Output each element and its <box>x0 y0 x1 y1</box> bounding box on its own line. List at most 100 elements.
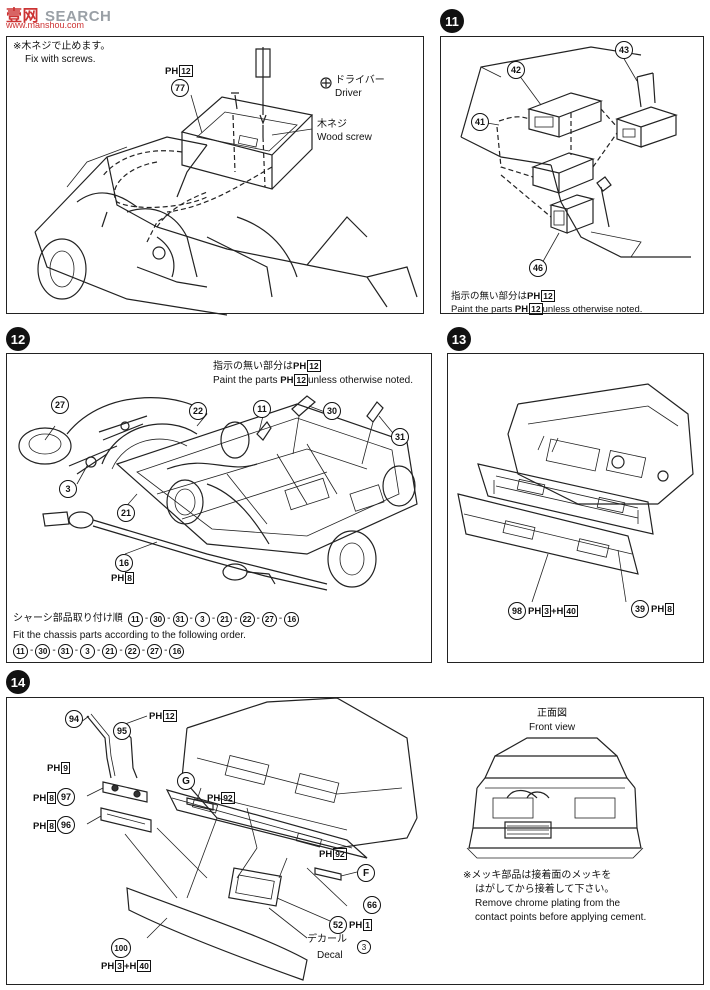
step12-order-jp-4: 3 <box>194 612 210 627</box>
step12-order-jp-6: 22 <box>239 612 255 627</box>
step10-screw-jp: 木ネジ <box>317 119 347 130</box>
step10-note-en: Fix with screws. <box>25 54 96 65</box>
step14-part-96: 96 <box>57 816 75 834</box>
step14-pipe-paint-code: 12 <box>163 710 177 722</box>
step13-part98-paint-a: 3 <box>542 605 551 617</box>
step14-part-F: F <box>357 864 375 882</box>
watermark-brand-en: SEARCH <box>45 8 112 25</box>
step14-partG-paint-code: 92 <box>221 792 235 804</box>
step13-badge: 13 <box>447 327 471 351</box>
step12-badge: 12 <box>6 327 30 351</box>
step11-part-41: 41 <box>471 113 489 131</box>
step10-driver-en: Driver <box>335 88 362 99</box>
step12-paint-en-b: unless otherwise noted. <box>307 375 414 386</box>
step14-part100-paint-a: 3 <box>115 960 124 972</box>
step14-decal-jp-text: デカール <box>307 934 347 945</box>
step14-chrome-en-2: contact points before applying cement. <box>475 912 647 923</box>
step12-order-jp-label: シャーシ部品取り付け順 <box>13 613 123 625</box>
step12-part-31: 31 <box>391 428 409 446</box>
step14-decal-jp: デカール <box>307 934 347 947</box>
step13-part39-paint-code: 8 <box>665 603 674 615</box>
step11-paint-jp-text: 指示の無い部分は <box>451 291 528 302</box>
step14-chrome-jp-1: ※メッキ部品は接着面のメッキを <box>463 870 612 881</box>
step10-screw-en: Wood screw <box>317 132 372 143</box>
step13-part-39: 39 <box>631 600 649 618</box>
step11-paint-code: 12 <box>541 290 555 302</box>
step14-part-94: 94 <box>65 710 83 728</box>
step11-part-46: 46 <box>529 259 547 277</box>
step10-note-jp: ※木ネジで止めます。 <box>13 41 111 52</box>
step14-decal-en: Decal <box>317 950 343 961</box>
step12-order-jp-3: 31 <box>172 612 188 627</box>
watermark-url: www.manshou.com <box>6 20 85 30</box>
step13-part-98: 98 <box>508 602 526 620</box>
step12-order-jp-7: 27 <box>261 612 277 627</box>
step11-badge: 11 <box>440 9 464 33</box>
step14-part-52: 52 <box>329 916 347 934</box>
step12-order-seq: 11- 30- 31- 3- 21- 22- 27- 16 <box>13 644 185 659</box>
step12-part-30: 30 <box>323 402 341 420</box>
step12-part16-paint-prefix: PH <box>111 573 125 584</box>
step10-part-77: 77 <box>171 79 189 97</box>
step11-paint-en-a: Paint the parts <box>451 304 513 315</box>
step11-illustration <box>460 46 691 266</box>
step12-part16-paint-code: 8 <box>125 572 134 584</box>
step12-order-2: 30 <box>35 644 51 659</box>
step12-order-1: 11 <box>13 644 28 659</box>
step11-paint-en-b: unless otherwise noted. <box>542 304 643 315</box>
step14-part-G: G <box>177 772 195 790</box>
step14-front-jp: 正面図 <box>537 708 567 719</box>
step12-paint-en-code: 12 <box>294 374 308 386</box>
step11-part-43: 43 <box>615 41 633 59</box>
step12-part-16: 16 <box>115 554 133 572</box>
step12-paint-en-a: Paint the parts <box>213 375 278 386</box>
step14-illustration <box>80 697 644 981</box>
step14-partF-paint-code: 92 <box>333 848 347 860</box>
step12-order-jp-5: 21 <box>217 612 233 627</box>
step14-decal-no: 3 <box>357 940 371 954</box>
step12-order-jp: シャーシ部品取り付け順 11- 30- 31- 3- 21- 22- 27- 1… <box>13 612 300 627</box>
step12-order-5: 21 <box>102 644 118 659</box>
step10-driver-jp: ドライバー <box>335 75 385 86</box>
step14-part97-paint-code: 8 <box>47 792 56 804</box>
step14-pipe-end-paint-code: 9 <box>61 762 70 774</box>
step11-paint-prefix: PH <box>527 291 541 302</box>
step14-chrome-en-1: Remove chrome plating from the <box>475 898 621 909</box>
step12-paint-en-prefix: PH <box>280 375 294 386</box>
step12-part-11: 11 <box>253 400 271 418</box>
step12-part-21: 21 <box>117 504 135 522</box>
step12-order-7: 27 <box>147 644 163 659</box>
step12-part-22: 22 <box>189 402 207 420</box>
step12-paint-jp-text: 指示の無い部分は <box>213 361 293 372</box>
step12-order-4: 3 <box>80 644 96 659</box>
step14-part96-paint-code: 8 <box>47 820 56 832</box>
step12-paint-code: 12 <box>307 360 321 372</box>
step11-paint-en-prefix: PH <box>514 304 529 315</box>
step14-badge: 14 <box>6 670 30 694</box>
step12-order-6: 22 <box>124 644 140 659</box>
step12-order-en: Fit the chassis parts according to the f… <box>13 630 246 641</box>
step14-part100-paint-b: 40 <box>137 960 151 972</box>
step12-paint-prefix: PH <box>293 361 307 372</box>
step12-part-27: 27 <box>51 396 69 414</box>
step12-order-3: 31 <box>57 644 73 659</box>
step12-order-jp-1: 11 <box>127 612 143 627</box>
